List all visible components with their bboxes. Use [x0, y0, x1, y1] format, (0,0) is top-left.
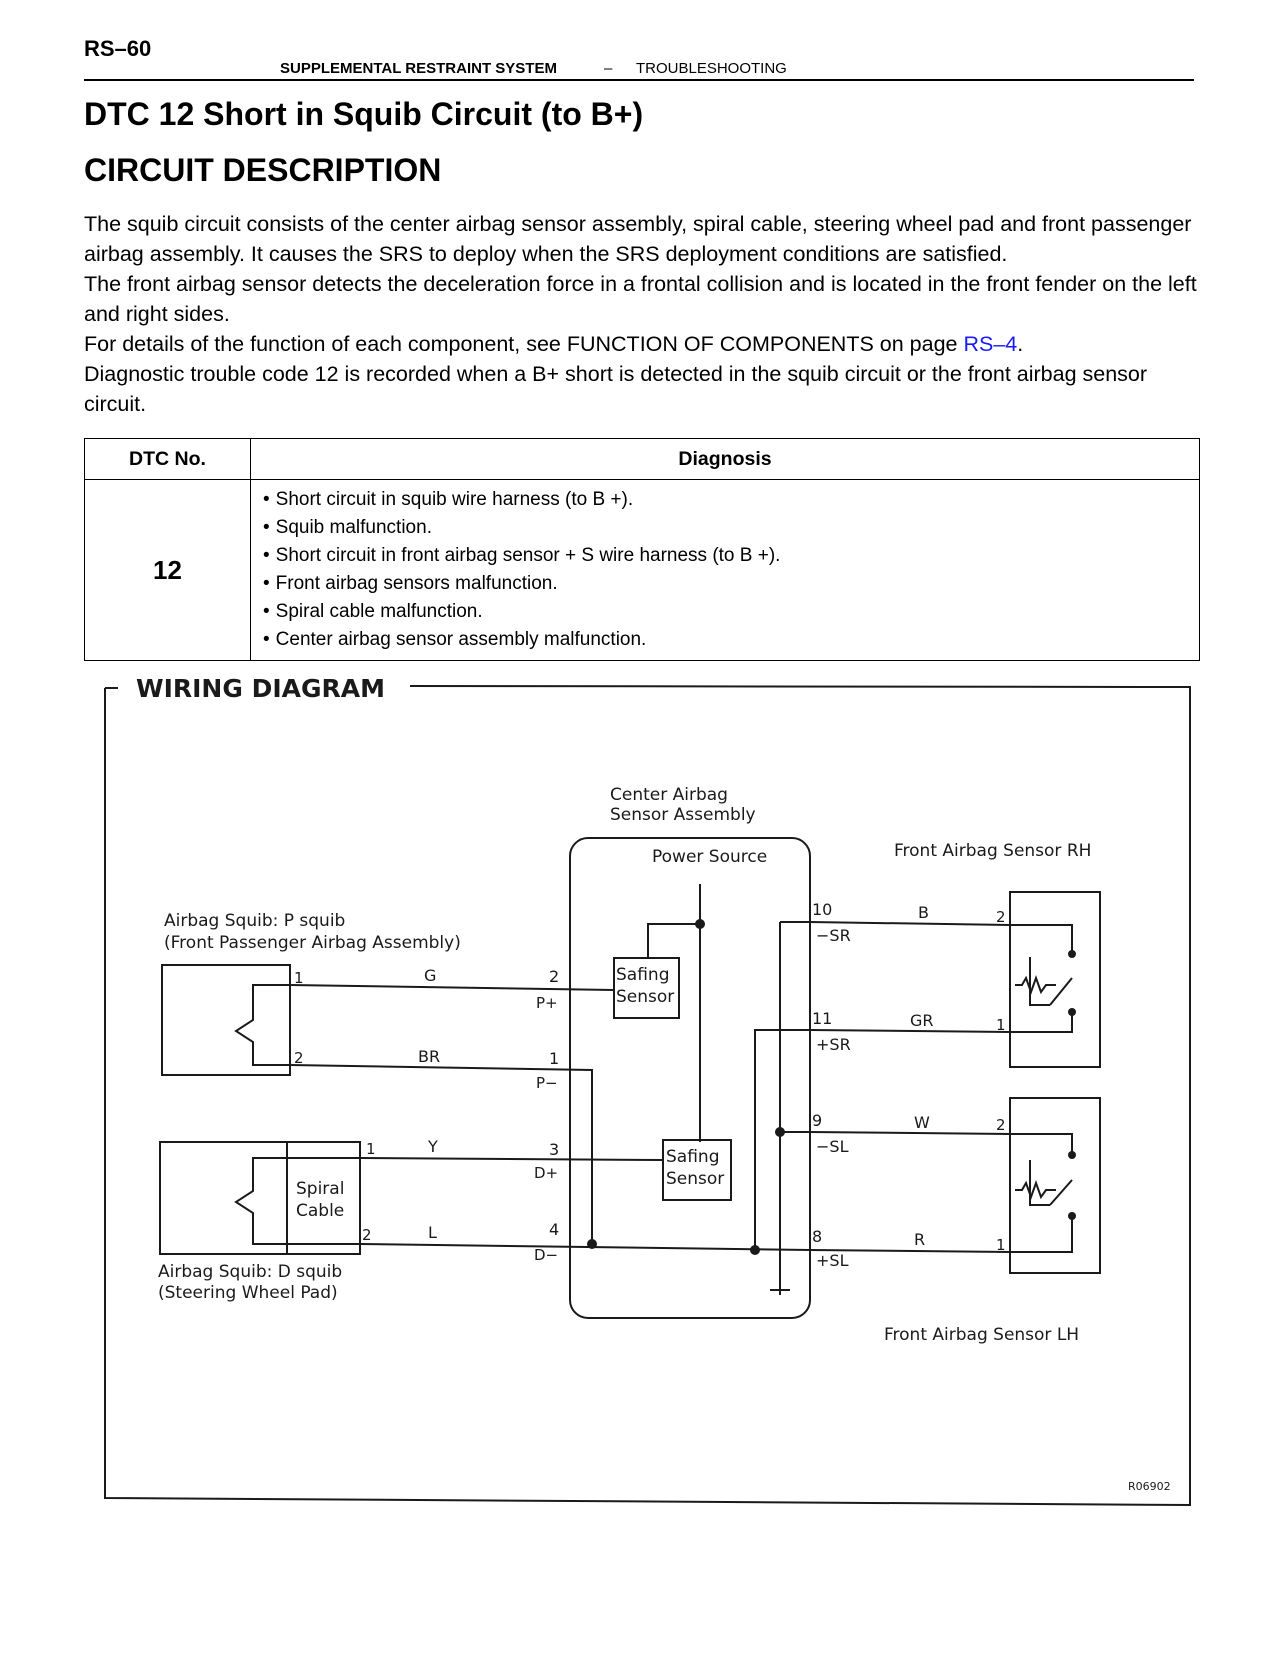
diagnosis-item: Center airbag sensor assembly malfunctio… — [263, 626, 1199, 654]
header-rule — [84, 79, 1194, 81]
description-text: . — [1017, 332, 1024, 356]
section-title: SUPPLEMENTAL RESTRAINT SYSTEM — [280, 60, 557, 77]
center-sensor-label: Sensor Assembly — [610, 805, 756, 825]
dtc-no-header: DTC No. — [84, 438, 251, 480]
diagram-code: R06902 — [1128, 1480, 1171, 1493]
pin-number: 9 — [812, 1111, 822, 1130]
wire-color: BR — [418, 1047, 440, 1066]
wire-color: GR — [910, 1011, 934, 1030]
pin-name: P− — [536, 1074, 558, 1092]
pin-name: P+ — [536, 994, 558, 1012]
pin-number: 1 — [549, 1049, 559, 1068]
circuit-description: The squib circuit consists of the center… — [84, 209, 1202, 419]
safing-sensor-label: Safing — [666, 1147, 719, 1167]
pin-name: −SR — [816, 926, 851, 945]
pin-number: 11 — [812, 1009, 832, 1028]
dtc-table: DTC No. Diagnosis 12 Short circuit in sq… — [84, 438, 1200, 661]
header-separator: – — [604, 60, 613, 77]
pin-number: 3 — [549, 1140, 559, 1159]
p-squib-label: Airbag Squib: P squib — [164, 911, 345, 931]
p-squib-label: (Front Passenger Airbag Assembly) — [164, 933, 461, 953]
pin-name: +SL — [816, 1251, 849, 1270]
diagnosis-item: Short circuit in front airbag sensor + S… — [263, 542, 1199, 570]
diagnosis-item: Short circuit in squib wire harness (to … — [263, 486, 1199, 514]
diagnosis-item: Squib malfunction. — [263, 514, 1199, 542]
pin-name: −SL — [816, 1137, 849, 1156]
description-paragraph: The squib circuit consists of the center… — [84, 212, 1192, 266]
diagnosis-item: Front airbag sensors malfunction. — [263, 570, 1199, 598]
spiral-cable-label: Cable — [296, 1201, 344, 1221]
d-squib-label: (Steering Wheel Pad) — [158, 1283, 338, 1303]
diagnosis-header: Diagnosis — [250, 438, 1200, 480]
description-paragraph: The front airbag sensor detects the dece… — [84, 272, 1197, 326]
dtc-code: 12 — [84, 479, 251, 661]
wire-color: W — [914, 1113, 930, 1132]
safing-sensor-label: Sensor — [616, 987, 674, 1007]
pin-name: D− — [534, 1246, 558, 1264]
pin-number: 1 — [294, 969, 304, 987]
wire-color: G — [424, 966, 436, 985]
diagnosis-item: Spiral cable malfunction. — [263, 598, 1199, 626]
pin-number: 1 — [996, 1016, 1006, 1034]
pin-number: 2 — [294, 1049, 304, 1067]
pin-number: 8 — [812, 1227, 822, 1246]
pin-number: 2 — [549, 967, 559, 986]
wiring-diagram-title: WIRING DIAGRAM — [136, 674, 385, 703]
pin-name: +SR — [816, 1035, 851, 1054]
wire-color: Y — [427, 1137, 438, 1156]
spiral-cable-label: Spiral — [296, 1179, 344, 1199]
wire-color: R — [914, 1230, 925, 1249]
section-heading: CIRCUIT DESCRIPTION — [84, 152, 442, 188]
wire-color: L — [428, 1223, 437, 1242]
pin-number: 2 — [996, 1116, 1006, 1134]
description-paragraph: Diagnostic trouble code 12 is recorded w… — [84, 362, 1148, 416]
description-text: For details of the function of each comp… — [84, 332, 964, 356]
diagnosis-cell: Short circuit in squib wire harness (to … — [250, 479, 1200, 661]
wiring-diagram: WIRING DIAGRAM Center Airbag Sensor Asse… — [104, 674, 1191, 1507]
page-title: DTC 12 Short in Squib Circuit (to B+) — [84, 96, 644, 132]
safing-sensor-label: Sensor — [666, 1169, 724, 1189]
pin-number: 2 — [362, 1226, 372, 1244]
center-sensor-label: Center Airbag — [610, 785, 728, 805]
wire-color: B — [918, 903, 929, 922]
pin-number: 4 — [549, 1220, 559, 1239]
power-source-label: Power Source — [652, 847, 767, 867]
page-link-rs4[interactable]: RS–4 — [963, 332, 1018, 356]
pin-name: D+ — [534, 1164, 558, 1182]
description-paragraph: For details of the function of each comp… — [84, 329, 1202, 359]
pin-number: 1 — [366, 1140, 376, 1158]
pin-number: 2 — [996, 908, 1006, 926]
safing-sensor-label: Safing — [616, 965, 669, 985]
diagnosis-list: Short circuit in squib wire harness (to … — [263, 486, 1199, 654]
front-sensor-rh-label: Front Airbag Sensor RH — [894, 841, 1091, 861]
page-number: RS–60 — [84, 36, 152, 61]
pin-number: 10 — [812, 900, 832, 919]
front-sensor-lh-label: Front Airbag Sensor LH — [884, 1325, 1079, 1345]
d-squib-label: Airbag Squib: D squib — [158, 1262, 342, 1282]
subsection-title: TROUBLESHOOTING — [636, 60, 787, 77]
pin-number: 1 — [996, 1236, 1006, 1254]
